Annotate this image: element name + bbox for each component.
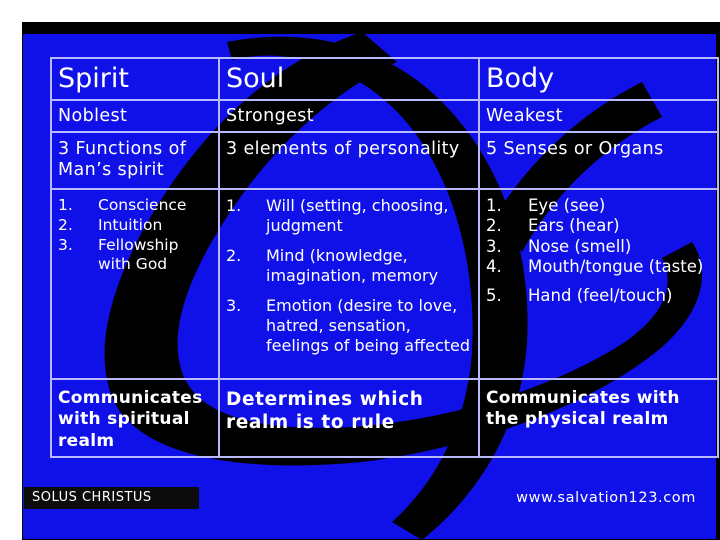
comparison-table: Spirit Soul Body Noblest Strongest Weake… [50, 57, 719, 458]
header-row: Spirit Soul Body [50, 57, 719, 101]
list-text: Ears (hear) [528, 216, 620, 236]
list-number: 3. [226, 296, 242, 315]
cell-body-communicates: Communicates with the physical realm [478, 378, 719, 458]
list-item: 3. Emotion (desire to love, hatred, sensa… [226, 296, 472, 356]
list-number: 1. [226, 196, 242, 215]
body-senses-list: 1. Eye (see) 2. Ears (hear) 3. Nose (smell)… [486, 196, 711, 306]
quality-row: Noblest Strongest Weakest [50, 99, 719, 133]
list-text: Conscience [98, 196, 187, 214]
communicates-row: Communicates with spiritual realm Determ… [50, 378, 719, 458]
cell-soul-quality: Strongest [218, 99, 480, 133]
cell-spirit-communicates: Communicates with spiritual realm [50, 378, 220, 458]
components-row: 3 Functions of Man’s spirit 3 elements o… [50, 131, 719, 190]
footer-website: www.salvation123.com [516, 490, 696, 506]
list-number: 2. [486, 216, 502, 236]
list-number: 3. [58, 235, 73, 254]
frame-top-border [22, 22, 720, 34]
list-item: 5. Hand (feel/touch) [486, 286, 711, 306]
list-text: Will (setting, choosing, judgment [266, 196, 449, 235]
cell-body-quality: Weakest [478, 99, 719, 133]
slide-frame: Spirit Soul Body Noblest Strongest Weake… [22, 22, 720, 540]
cell-soul-elements: 1. Will (setting, choosing, judgment 2. Mi… [218, 188, 480, 380]
list-number: 1. [486, 196, 502, 215]
cell-spirit-functions: 1. Conscience 2. Intuition 3. Fellowship wi… [50, 188, 220, 380]
cell-body-senses: 1. Eye (see) 2. Ears (hear) 3. Nose (smell)… [478, 188, 719, 380]
cell-spirit-quality: Noblest [50, 99, 220, 133]
list-item: 1. Will (setting, choosing, judgment [226, 196, 472, 236]
cell-spirit-components: 3 Functions of Man’s spirit [50, 131, 220, 190]
list-number: 5. [486, 285, 502, 305]
list-item: 2. Intuition [58, 216, 212, 236]
header-soul: Soul [218, 57, 480, 101]
list-item: 2. Ears (hear) [486, 216, 711, 236]
list-number: 1. [58, 196, 73, 214]
list-item: 1. Eye (see) [486, 196, 711, 216]
spirit-functions-list: 1. Conscience 2. Intuition 3. Fellowship wi… [58, 196, 212, 275]
list-number: 2. [58, 215, 73, 234]
footer-left-label: SOLUS CHRISTUS [24, 487, 199, 509]
list-text: Intuition [98, 215, 163, 234]
list-item: 4. Mouth/tongue (taste) [486, 257, 711, 277]
details-row: 1. Conscience 2. Intuition 3. Fellowship wi… [50, 188, 719, 380]
list-number: 4. [486, 257, 502, 277]
cell-soul-components: 3 elements of personality [218, 131, 480, 190]
list-item: 1. Conscience [58, 196, 212, 216]
list-text: Mouth/tongue (taste) [528, 257, 704, 277]
list-text: Nose (smell) [528, 236, 632, 256]
list-item: 2. Mind (knowledge, imagination, memory [226, 246, 472, 286]
list-text: Mind (knowledge, imagination, memory [266, 246, 439, 285]
frame-right-border [716, 22, 720, 540]
list-text: Eye (see) [528, 196, 606, 215]
header-spirit: Spirit [50, 57, 220, 101]
list-number: 2. [226, 246, 242, 265]
header-body: Body [478, 57, 719, 101]
list-text: Hand (feel/touch) [528, 285, 673, 305]
cell-body-components: 5 Senses or Organs [478, 131, 719, 190]
soul-elements-list: 1. Will (setting, choosing, judgment 2. Mi… [226, 196, 472, 356]
list-item: 3. Nose (smell) [486, 237, 711, 257]
list-text: Fellowship with God [98, 235, 179, 274]
list-number: 3. [486, 236, 502, 256]
list-text: Emotion (desire to love, hatred, sensati… [266, 296, 471, 355]
cell-soul-determines: Determines which realm is to rule [218, 378, 480, 458]
list-item: 3. Fellowship with God [58, 236, 212, 276]
